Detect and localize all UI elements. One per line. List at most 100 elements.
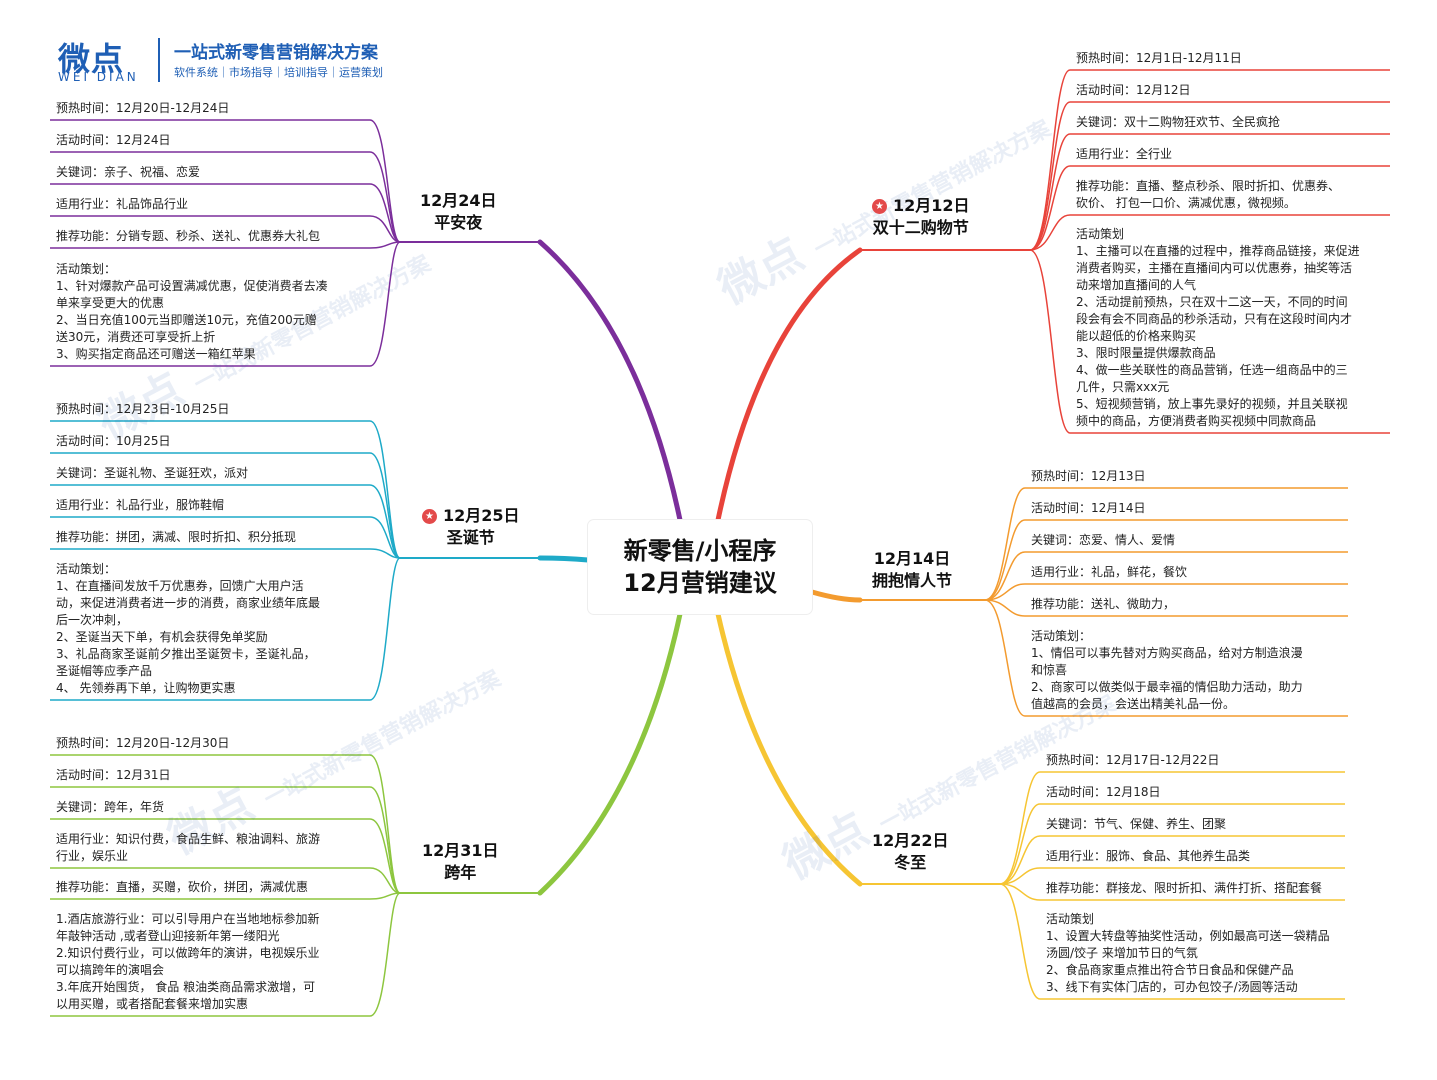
item-connector [369,557,401,701]
item-connector [984,599,1026,717]
item-hug-5: 活动策划： 1、情侣可以事先替对方购买商品，给对方制造浪漫 和惊喜 2、商家可以… [1031,629,1303,711]
item-connector [999,883,1041,901]
logo-brand-en: WEI DIAN [58,70,139,84]
hub-hug: 12月14日拥抱情人节 [872,548,952,592]
item-connector [984,519,1026,601]
item-pingan-0: 预热时间：12月20日-12月24日 [56,101,230,115]
item-connector [984,583,1026,601]
item-connector [369,452,401,559]
item-winter-0: 预热时间：12月17日-12月22日 [1046,753,1220,767]
hub-pingan: 12月24日平安夜 [420,190,497,234]
hub-date: 12月24日 [420,191,497,210]
hub-newyear: 12月31日跨年 [422,840,499,884]
trunk-christmas [537,555,591,563]
item-pingan-2: 关键词：亲子、祝福、恋爱 [56,165,201,179]
item-connector [369,484,401,559]
item-connector [999,867,1041,885]
star-icon: ★ [872,199,887,214]
star-icon: ★ [422,509,437,524]
item-double12-4: 推荐功能：直播、整点秒杀、限时折扣、优惠券、 砍价、 打包一口价、满减优惠，微视… [1076,179,1341,210]
hub-date: 12月31日 [422,841,499,860]
item-connector [999,835,1041,885]
item-connector [1029,165,1071,251]
item-hug-2: 关键词：恋爱、情人、爱情 [1031,533,1176,547]
item-winter-4: 推荐功能：群接龙、限时折扣、满件打折、搭配套餐 [1046,881,1323,895]
item-connector [1029,69,1071,251]
item-christmas-3: 适用行业：礼品行业，服饰鞋帽 [56,498,225,512]
item-connector [369,548,401,559]
item-connector [369,892,401,900]
item-pingan-4: 推荐功能：分销专题、秒杀、送礼、优惠券大礼包 [56,229,321,243]
item-christmas-5: 活动策划： 1、在直播间发放千万优惠券，回馈广大用户活 动，来促进消费者进一步的… [56,562,321,695]
item-connector [999,883,1041,1000]
item-connector [369,215,401,243]
item-newyear-1: 活动时间：12月31日 [56,768,171,782]
item-connector [1029,214,1071,251]
item-double12-5: 活动策划 1、主播可以在直播的过程中，推荐商品链接，来促进 消费者购买，主播在直… [1076,227,1360,428]
item-winter-3: 适用行业：服饰、食品、其他养生品类 [1046,849,1251,863]
hub-name: 冬至 [894,853,927,872]
trunk-winter [715,611,863,887]
item-winter-1: 活动时间：12月18日 [1046,785,1161,799]
logo-divider [158,38,160,82]
item-connector [369,241,401,367]
item-connector [369,241,401,249]
item-connector [999,771,1041,885]
hub-name: 双十二购物节 [872,218,969,237]
item-connector [369,818,401,894]
trunk-hug [809,589,863,603]
hub-name: 跨年 [444,863,477,882]
item-christmas-4: 推荐功能：拼团，满减、限时折扣、积分抵现 [56,530,297,544]
item-christmas-1: 活动时间：10月25日 [56,434,171,448]
item-connector [1029,133,1071,251]
central-topic: 新零售/小程序 12月营销建议 [588,520,812,614]
item-hug-0: 预热时间：12月13日 [1031,469,1146,483]
central-topic-line2: 12月营销建议 [623,569,777,597]
hub-winter: 12月22日冬至 [872,830,949,874]
item-connector [369,151,401,243]
logo-tagline: 软件系统｜市场指导｜培训指导｜运营策划 [174,66,383,79]
central-topic-line1: 新零售/小程序 [623,537,777,565]
item-hug-4: 推荐功能：送礼、微助力， [1031,597,1176,611]
hub-date: 12月22日 [872,831,949,850]
item-christmas-2: 关键词：圣诞礼物、圣诞狂欢，派对 [56,466,249,480]
item-connector [369,892,401,1017]
item-connector [984,487,1026,601]
logo-mark: 微点 WEI DIAN [54,34,150,84]
hub-name: 平安夜 [434,213,483,232]
item-pingan-3: 适用行业：礼品饰品行业 [56,197,189,211]
hub-date: 12月14日 [873,549,951,568]
item-newyear-2: 关键词：跨年，年货 [56,800,165,814]
trunk-pingan [537,239,683,523]
item-newyear-5: 1.酒店旅游行业：可以引导用户在当地地标参加新 年敲钟活动 ,或者登山迎接新年第… [56,912,320,1011]
item-hug-3: 适用行业：礼品，鲜花，餐饮 [1031,565,1188,579]
item-connector [369,867,401,894]
hub-date: 12月12日 [893,196,970,215]
item-pingan-5: 活动策划： 1、针对爆款产品可设置满减优惠，促使消费者去凑 单来享受更大的优惠 … [56,262,328,361]
hub-double12: ★ 12月12日双十二购物节 [872,195,970,239]
hub-date: 12月25日 [443,506,520,525]
item-winter-5: 活动策划 1、设置大转盘等抽奖性活动，例如最高可送一袋精品 汤圆/饺子 来增加节… [1046,912,1330,994]
item-christmas-0: 预热时间：12月23日-10月25日 [56,402,230,416]
logo-slogan: 一站式新零售营销解决方案 [174,43,378,63]
item-winter-2: 关键词：节气、保健、养生、团聚 [1046,817,1227,831]
item-double12-0: 预热时间：12月1日-12月11日 [1076,51,1242,65]
item-double12-1: 活动时间：12月12日 [1076,83,1191,97]
item-newyear-3: 适用行业：知识付费，食品生鲜、粮油调料、旅游 行业，娱乐业 [56,832,321,863]
logo-brand-cn: 微点 [58,40,125,78]
item-connector [999,803,1041,885]
item-double12-2: 关键词：双十二购物狂欢节、全民疯抢 [1076,115,1281,129]
hub-name: 拥抱情人节 [872,571,953,590]
trunk-newyear [537,611,683,896]
item-connector [369,183,401,243]
item-newyear-0: 预热时间：12月20日-12月30日 [56,736,230,750]
item-connector [369,516,401,559]
brand-logo: 微点 WEI DIAN 一站式新零售营销解决方案 软件系统｜市场指导｜培训指导｜… [54,34,434,90]
hub-name: 圣诞节 [446,528,495,547]
item-hug-1: 活动时间：12月14日 [1031,501,1146,515]
item-connector [369,786,401,894]
item-connector [1029,249,1071,434]
item-connector [984,551,1026,601]
item-newyear-4: 推荐功能：直播，买赠，砍价，拼团，满减优惠 [56,880,309,894]
